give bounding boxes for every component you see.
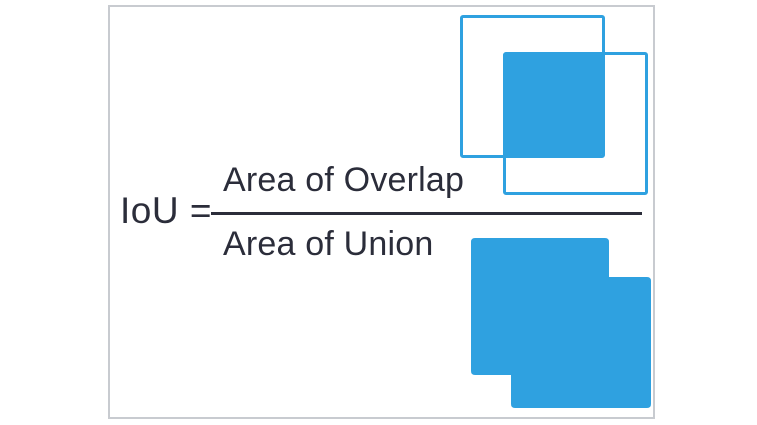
numerator-label: Area of Overlap <box>223 161 465 199</box>
figure-frame: IoU = Area of Overlap Area of Union <box>108 5 655 419</box>
overlap-box-a-outline <box>460 15 605 158</box>
overlap-diagram <box>455 10 650 205</box>
union-region-path <box>471 238 651 408</box>
union-region-shape <box>471 238 651 408</box>
denominator-label: Area of Union <box>223 225 434 263</box>
union-diagram <box>458 228 654 418</box>
iou-formula: IoU = Area of Overlap Area of Union <box>110 7 657 421</box>
overlap-intersection-fill <box>503 52 603 156</box>
iou-label: IoU = <box>120 190 212 231</box>
fraction-bar <box>211 212 642 215</box>
fraction: Area of Overlap Area of Union <box>211 155 645 285</box>
